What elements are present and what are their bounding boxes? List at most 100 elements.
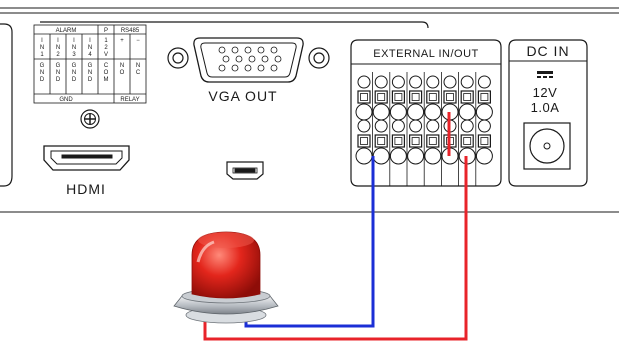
terminal-screw xyxy=(391,134,405,148)
terminal-hole xyxy=(372,103,390,121)
lower-pin-5: O xyxy=(104,70,109,76)
terminal-screw xyxy=(460,90,474,104)
lower-pin-1: N xyxy=(40,70,44,76)
terminal-hole xyxy=(475,147,493,165)
terminal-screw xyxy=(477,134,491,148)
vga-pin xyxy=(244,46,252,54)
alarm-terminal-block xyxy=(33,24,147,104)
vga-label: VGA OUT xyxy=(208,88,277,104)
alarm-pin-3: 3 xyxy=(72,52,76,58)
terminal-screw xyxy=(477,90,491,104)
terminal-hole xyxy=(409,75,423,89)
terminal-hole xyxy=(374,75,388,89)
lower-pin-1: D xyxy=(40,77,45,83)
vga-port-icon xyxy=(167,37,330,83)
alarm-pin-2: I xyxy=(57,38,59,44)
terminal-hole xyxy=(409,119,423,133)
dc-in-block xyxy=(508,39,588,187)
vga-pin xyxy=(231,46,239,54)
hdmi-label: HDMI xyxy=(66,181,106,197)
device-chassis xyxy=(0,7,619,213)
lower-pin-4: G xyxy=(88,63,93,69)
alarm-pin-7: − xyxy=(136,38,140,44)
terminal-screw xyxy=(426,134,440,148)
dc-jack-icon xyxy=(523,122,571,170)
terminal-hole xyxy=(357,75,371,89)
alarm-pin-5: 1 xyxy=(104,38,108,44)
vga-pin xyxy=(248,55,256,63)
hdmi-port-icon xyxy=(43,145,130,171)
alarm-pin-4: N xyxy=(88,45,92,51)
relay-label: RELAY xyxy=(120,97,139,103)
lower-pin-3: N xyxy=(72,70,76,76)
terminal-hole xyxy=(443,75,457,89)
terminal-hole xyxy=(389,103,407,121)
vga-pin xyxy=(261,55,269,63)
alarm-pin-4: I xyxy=(89,38,91,44)
lower-pin-6: O xyxy=(120,70,125,76)
vga-pin xyxy=(274,55,282,63)
alarm-siren-icon xyxy=(173,231,279,324)
alarm-pin-3: N xyxy=(72,45,76,51)
lower-pin-3: D xyxy=(72,77,77,83)
terminal-hole xyxy=(355,147,373,165)
vga-pin xyxy=(231,64,239,72)
positive-wire xyxy=(203,156,468,341)
gnd-label: GND xyxy=(59,97,73,103)
alarm-pin-1: N xyxy=(40,45,44,51)
alarm-pin-3: I xyxy=(73,38,75,44)
vga-pin xyxy=(257,46,265,54)
vga-pin xyxy=(270,46,278,54)
terminal-hole xyxy=(426,119,440,133)
terminal-hole xyxy=(475,103,493,121)
terminal-screw xyxy=(374,90,388,104)
terminal-hole xyxy=(460,75,474,89)
alarm-pin-2: N xyxy=(56,45,60,51)
alarm-pin-5: 2 xyxy=(104,45,108,51)
dc-voltage: 12V xyxy=(533,85,558,100)
terminal-hole xyxy=(477,119,491,133)
vga-pin xyxy=(257,64,265,72)
terminal-screw xyxy=(409,90,423,104)
vga-pin xyxy=(270,64,278,72)
lower-pin-5: M xyxy=(104,77,109,83)
lower-pin-1: G xyxy=(40,63,45,69)
terminal-hole xyxy=(391,119,405,133)
alarm-pin-2: 2 xyxy=(56,52,60,58)
lower-pin-7: C xyxy=(136,70,141,76)
terminal-hole xyxy=(391,75,405,89)
alarm-pin-1: I xyxy=(41,38,43,44)
lower-pin-7: N xyxy=(136,63,140,69)
vga-pin xyxy=(235,55,243,63)
external-io-block xyxy=(350,39,502,187)
terminal-screw xyxy=(357,134,371,148)
terminal-hole xyxy=(372,147,390,165)
terminal-screw xyxy=(357,90,371,104)
terminal-screw xyxy=(409,134,423,148)
terminal-screw xyxy=(391,90,405,104)
alarm-pin-6: + xyxy=(120,38,124,44)
vga-pin xyxy=(244,64,252,72)
mini-usb-port-icon xyxy=(226,161,264,180)
terminal-hole xyxy=(407,103,425,121)
lower-pin-2: G xyxy=(56,63,61,69)
alarm-pin-5: V xyxy=(104,52,108,58)
terminal-hole xyxy=(477,75,491,89)
external-io-label: EXTERNAL IN/OUT xyxy=(373,48,479,60)
lower-pin-4: D xyxy=(88,77,93,83)
vga-pin xyxy=(222,55,230,63)
terminal-hole xyxy=(407,147,425,165)
dc-polarity-icon xyxy=(537,71,553,78)
lower-pin-2: D xyxy=(56,77,61,83)
alarm-terminal-labels: ALARM P RS485 GND RELAY xyxy=(56,28,140,103)
terminal-hole xyxy=(357,119,371,133)
terminal-hole xyxy=(424,103,442,121)
terminal-screw xyxy=(443,90,457,104)
terminal-hole xyxy=(355,103,373,121)
lower-pin-6: N xyxy=(120,63,124,69)
terminal-screw xyxy=(460,134,474,148)
terminal-hole xyxy=(374,119,388,133)
terminal-hole xyxy=(426,75,440,89)
terminal-hole xyxy=(424,147,442,165)
